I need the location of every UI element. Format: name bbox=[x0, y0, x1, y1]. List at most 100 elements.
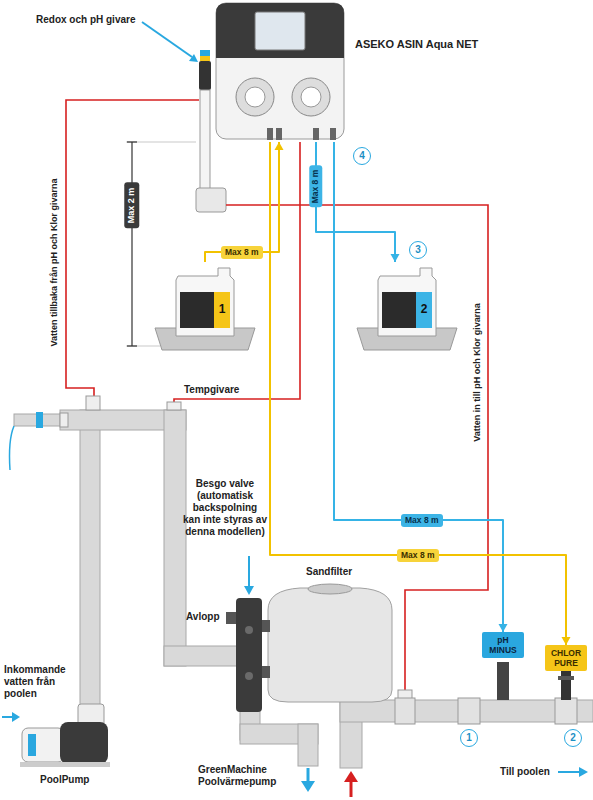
controller-unit bbox=[216, 3, 344, 58]
controller-unit bbox=[255, 12, 305, 50]
annotation-label: Avlopp bbox=[186, 611, 220, 623]
annotation-label: Vatten tillbaka från pH och Klor givarna bbox=[49, 178, 60, 346]
pool-pump bbox=[28, 734, 36, 756]
flow-arrow bbox=[2, 556, 588, 797]
sample-water-line bbox=[66, 100, 199, 396]
dosing-fitting bbox=[558, 676, 574, 680]
arrowhead bbox=[391, 254, 400, 262]
callout-number: 4 bbox=[359, 150, 365, 162]
flow-arrow bbox=[344, 771, 358, 782]
chemical-name: pH MINUS bbox=[484, 635, 522, 655]
chemical-canister: 1 bbox=[170, 262, 240, 338]
length-label: Max 8 m bbox=[397, 549, 439, 562]
flow-arrow bbox=[350, 781, 353, 797]
arrowhead bbox=[499, 624, 508, 632]
annotation-label: Redox och pH givare bbox=[36, 14, 135, 26]
tube-line bbox=[270, 142, 566, 645]
guide-line bbox=[126, 142, 196, 143]
controller-unit: ASEKO ASIN Aqua NET bbox=[215, 2, 345, 142]
controller-unit bbox=[216, 3, 344, 139]
annotation-label: Till poolen bbox=[500, 766, 550, 778]
arrowhead bbox=[562, 637, 571, 645]
sand-filter bbox=[268, 584, 392, 702]
tube-line bbox=[334, 142, 503, 632]
dimension-label: Max 2 m bbox=[124, 182, 139, 228]
backwash-valve bbox=[226, 612, 236, 624]
chemical-canister bbox=[416, 292, 432, 328]
annotation-label: Vatten in till pH och Klor givarna bbox=[471, 303, 482, 442]
tube-connector bbox=[205, 142, 284, 262]
canister-number: 1 bbox=[214, 302, 230, 316]
pipe-valve bbox=[555, 698, 577, 724]
controller-unit bbox=[301, 87, 321, 107]
pointer-arrow bbox=[189, 54, 198, 62]
callout-circle: 3 bbox=[409, 241, 427, 259]
pipe bbox=[298, 724, 318, 766]
chemical-canister bbox=[180, 292, 230, 328]
flow-arrow bbox=[2, 716, 13, 718]
callout-number: 2 bbox=[570, 732, 576, 744]
controller-unit bbox=[313, 128, 319, 140]
dosing-fitting bbox=[497, 662, 509, 700]
sample-water-line bbox=[174, 142, 300, 404]
flow-arrow bbox=[307, 768, 310, 782]
chemical-canister bbox=[170, 262, 240, 338]
annotation-label: GreenMachine Poolvärmepump bbox=[198, 764, 290, 788]
tube-line bbox=[205, 142, 279, 262]
backwash-valve bbox=[245, 626, 253, 634]
backwash-valve bbox=[236, 598, 262, 712]
pipe-valve bbox=[10, 426, 15, 470]
pointer-arrow bbox=[142, 22, 198, 62]
annotation-label: Inkommande vatten från poolen bbox=[4, 664, 70, 700]
sand-filter bbox=[308, 584, 352, 594]
length-label: Max 8 m bbox=[401, 514, 443, 527]
pipe-valve bbox=[60, 413, 68, 427]
dosing-fitting bbox=[561, 668, 571, 700]
probe-holder bbox=[199, 61, 211, 90]
pipe-valve bbox=[10, 396, 578, 724]
controller-unit bbox=[330, 128, 336, 140]
pipe-valve bbox=[395, 698, 415, 724]
probe-holder bbox=[200, 56, 210, 61]
flow-arrow bbox=[248, 556, 250, 588]
pool-pump bbox=[20, 762, 110, 767]
chemical-canister bbox=[372, 262, 442, 338]
chemical-canister bbox=[378, 268, 436, 336]
dimension-bracket bbox=[127, 142, 137, 346]
flow-arrow bbox=[301, 781, 315, 792]
callout-circle: 2 bbox=[564, 729, 582, 747]
controller-unit bbox=[267, 128, 273, 140]
pointer-arrow bbox=[142, 22, 192, 57]
pipe bbox=[164, 646, 238, 666]
controller-unit bbox=[292, 78, 330, 116]
pipe-valve bbox=[458, 698, 480, 724]
chemical-tag: CHLOR PURE bbox=[545, 645, 587, 671]
probe-holder bbox=[200, 90, 210, 190]
backwash-valve bbox=[245, 672, 253, 680]
flow-arrow bbox=[244, 586, 254, 595]
canister-number: 2 bbox=[416, 302, 432, 316]
backwash-valve bbox=[262, 666, 270, 678]
callout-number: 1 bbox=[466, 732, 472, 744]
flow-arrow bbox=[579, 767, 588, 777]
pipe bbox=[80, 410, 100, 710]
pool-pump bbox=[22, 728, 64, 762]
flow-arrow bbox=[558, 771, 580, 773]
pipe bbox=[164, 410, 186, 666]
length-label: Max 8 m bbox=[309, 165, 322, 207]
sand-filter bbox=[268, 588, 392, 702]
annotation-label: Sandfilter bbox=[306, 566, 352, 578]
arrowhead bbox=[275, 142, 284, 150]
probe-holder bbox=[200, 50, 210, 56]
chemical-name: CHLOR PURE bbox=[547, 648, 585, 668]
backwash-valve bbox=[226, 598, 270, 712]
pipe-valve bbox=[86, 396, 100, 410]
callout-circle: 1 bbox=[460, 729, 478, 747]
backwash-valve bbox=[262, 620, 270, 632]
flow-arrow bbox=[12, 712, 20, 722]
dimension-bracket bbox=[127, 141, 137, 142]
annotation-label: PoolPump bbox=[40, 774, 89, 786]
controller-unit bbox=[276, 128, 282, 140]
chemical-canister: 2 bbox=[372, 262, 442, 338]
annotation-label: Tempgivare bbox=[184, 384, 239, 396]
